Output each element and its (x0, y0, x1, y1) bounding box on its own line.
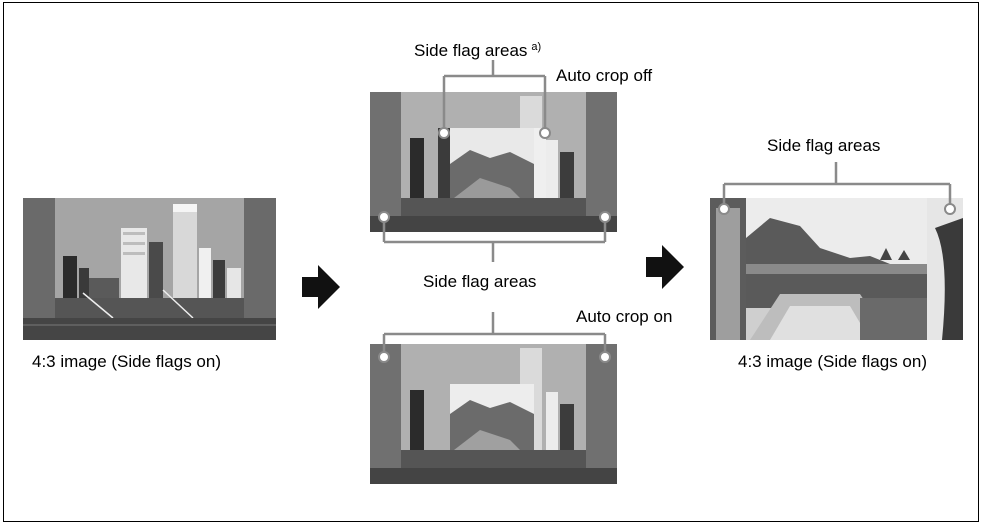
bottom-bracket (382, 312, 607, 352)
middle-bracket (382, 222, 607, 262)
bottom-right-marker (599, 351, 611, 363)
arrow-right-icon (302, 265, 340, 309)
right-coastal-image (710, 198, 963, 340)
auto-crop-on-label: Auto crop on (576, 307, 673, 326)
bottom-left-marker (378, 351, 390, 363)
arrow-right-icon (646, 245, 684, 289)
figure-frame (3, 2, 979, 522)
right-bracket (722, 162, 952, 204)
top-bracket (442, 60, 547, 128)
right-left-marker (718, 203, 730, 215)
top-right-marker (539, 127, 551, 139)
right-caption: 4:3 image (Side flags on) (738, 352, 927, 371)
bottom-center-image (370, 344, 617, 484)
middle-side-flag-label: Side flag areas (423, 272, 537, 291)
left-caption: 4:3 image (Side flags on) (32, 352, 221, 371)
right-right-marker (944, 203, 956, 215)
top-center-image (370, 92, 617, 232)
footnote-mark: a) (531, 41, 542, 53)
left-city-image (23, 198, 276, 340)
middle-left-marker (378, 211, 390, 223)
right-side-flag-label: Side flag areas (767, 136, 881, 155)
top-left-marker (438, 127, 450, 139)
middle-right-marker (599, 211, 611, 223)
auto-crop-off-label: Auto crop off (556, 66, 653, 85)
